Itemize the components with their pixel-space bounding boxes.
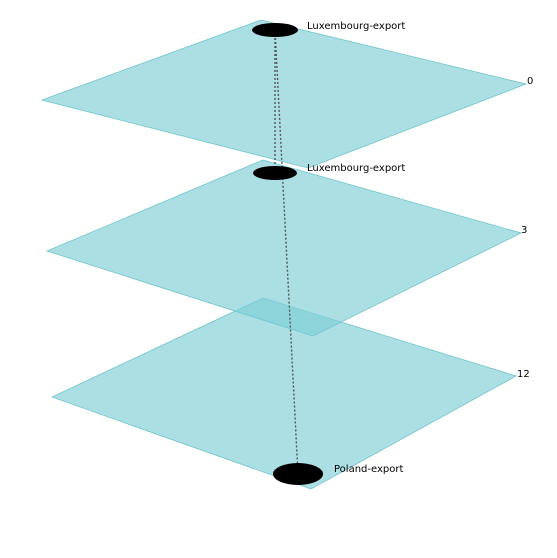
layer-label: 0 [527, 76, 533, 87]
node-luxembourg-export-layer-3 [253, 166, 297, 180]
layer-plane-12 [50, 297, 518, 490]
node-label: Poland-export [334, 464, 403, 475]
layer-label: 12 [517, 369, 530, 380]
layer-plane-3 [45, 159, 523, 337]
node-poland-export-layer-12 [273, 463, 323, 485]
node-luxembourg-export-layer-0 [252, 23, 298, 37]
layer-label: 3 [521, 225, 527, 236]
node-label: Luxembourg-export [307, 21, 405, 32]
node-label: Luxembourg-export [307, 163, 405, 174]
layer-plane-0 [40, 19, 528, 169]
